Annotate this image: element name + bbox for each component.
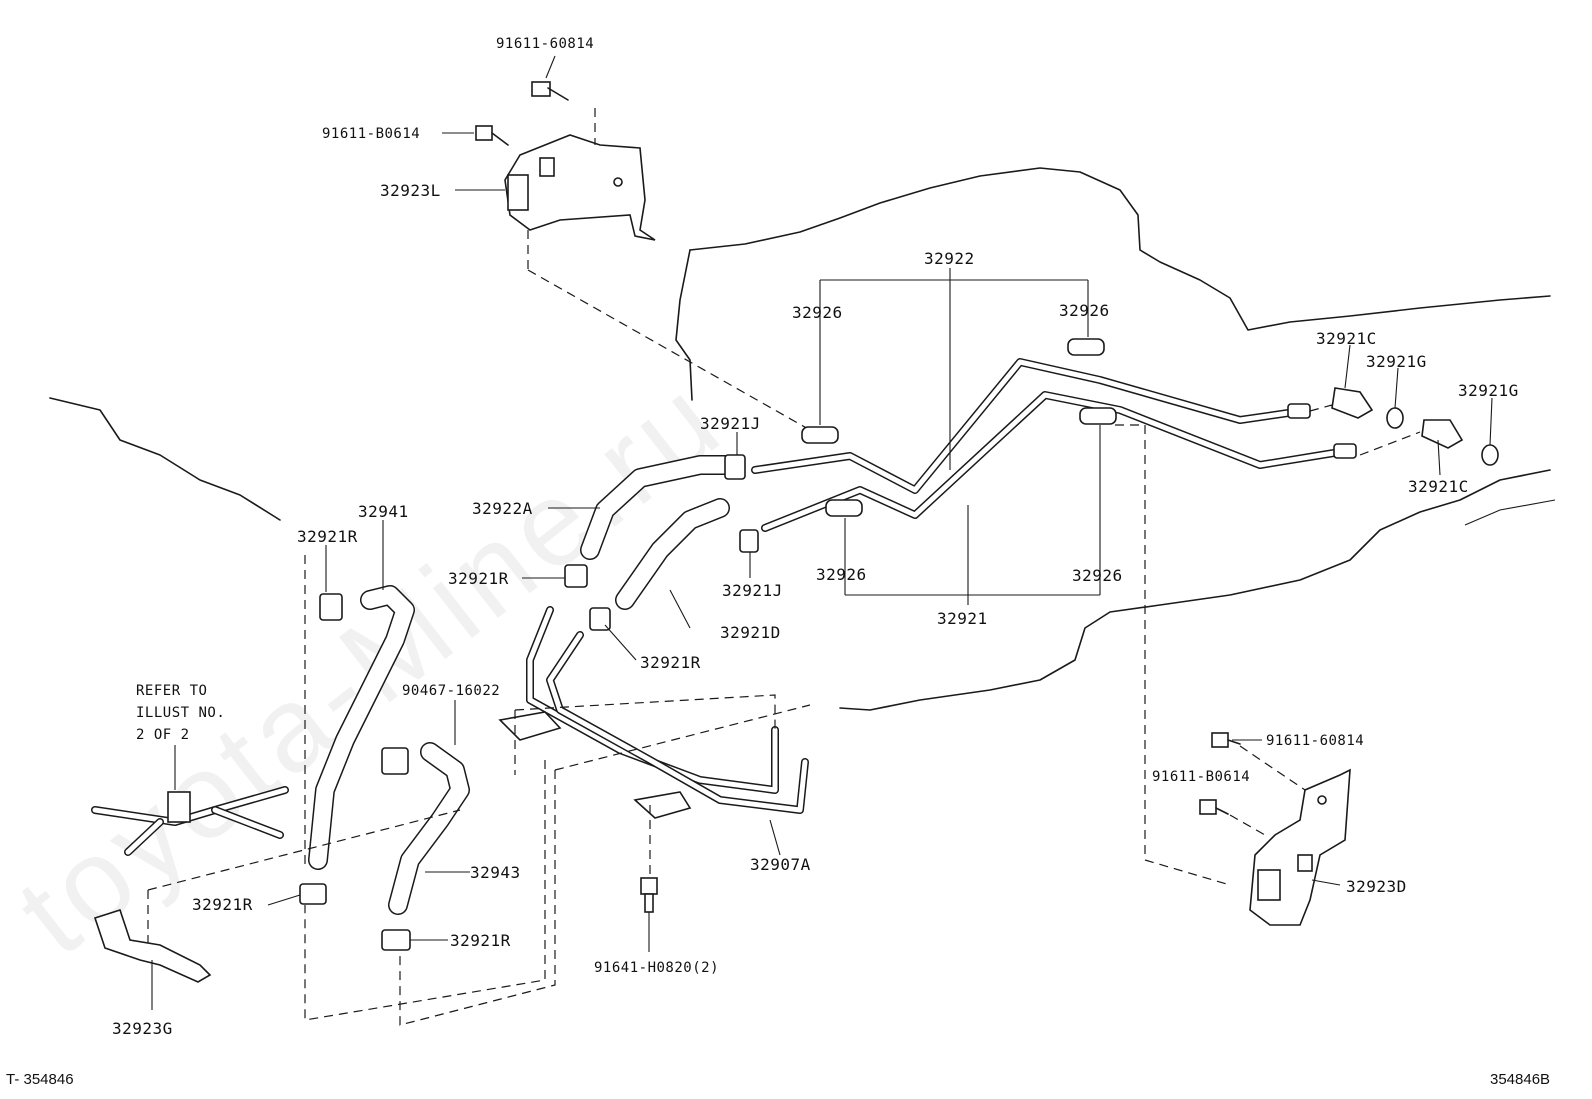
callout-32926-d: 32926 xyxy=(1072,566,1123,585)
upper-hoses xyxy=(564,454,759,631)
hose-32943 xyxy=(381,742,470,951)
main-fuel-pipes xyxy=(751,338,1499,532)
callout-32922: 32922 xyxy=(924,249,975,268)
callout-90467-16022: 90467-16022 xyxy=(402,683,500,699)
callout-32923g: 32923G xyxy=(112,1019,173,1038)
hose-32941 xyxy=(299,585,415,905)
refer-note-line-2: ILLUST NO. xyxy=(136,705,225,721)
callout-91641-h0820: 91641-H0820(2) xyxy=(594,960,719,976)
bracket-32923d xyxy=(1199,732,1351,926)
callout-32921r-a: 32921R xyxy=(297,527,358,546)
callout-91611-b0614-bottom: 91611-B0614 xyxy=(1152,769,1250,785)
callout-91611-b0614-top: 91611-B0614 xyxy=(322,126,420,142)
callout-32941: 32941 xyxy=(358,502,409,521)
callout-32943: 32943 xyxy=(470,863,521,882)
illustration-code-right: 354846B xyxy=(1490,1071,1550,1088)
callout-91611-60814-top: 91611-60814 xyxy=(496,36,594,52)
callout-32921r-d: 32921R xyxy=(192,895,253,914)
pipe-32907a xyxy=(498,606,809,819)
callout-32921g-b: 32921G xyxy=(1458,381,1519,400)
callout-32921j-top: 32921J xyxy=(700,414,761,433)
dashed-guides xyxy=(147,555,811,1026)
refer-note-line-3: 2 OF 2 xyxy=(136,727,190,743)
callout-32921r-e: 32921R xyxy=(450,931,511,950)
callout-32926-c: 32926 xyxy=(816,565,867,584)
callout-32921r-c: 32921R xyxy=(640,653,701,672)
bracket-32923g xyxy=(93,908,212,1010)
callout-32926-a: 32926 xyxy=(792,303,843,322)
callout-32921d: 32921D xyxy=(720,623,781,642)
callout-labels: 91611-60814 91611-B0614 32923L 32922 329… xyxy=(112,36,1519,1038)
bracket-32923l xyxy=(475,81,811,431)
illustration-code-left: T- 354846 xyxy=(6,1071,74,1088)
callout-32921: 32921 xyxy=(937,609,988,628)
callout-32907a: 32907A xyxy=(750,855,811,874)
callout-32921c-top: 32921C xyxy=(1316,329,1377,348)
callout-32921r-b: 32921R xyxy=(448,569,509,588)
callout-32923d: 32923D xyxy=(1346,877,1407,896)
callout-32921j-bottom: 32921J xyxy=(722,581,783,600)
refer-note-line-1: REFER TO xyxy=(136,683,207,699)
callout-32926-b: 32926 xyxy=(1059,301,1110,320)
leader-lines xyxy=(819,268,1231,886)
callout-32921c-bottom: 32921C xyxy=(1408,477,1469,496)
engine-outline xyxy=(49,167,1556,711)
callout-32922a: 32922A xyxy=(472,499,533,518)
callout-leaders xyxy=(267,55,1493,941)
callout-91611-60814-bottom: 91611-60814 xyxy=(1266,733,1364,749)
callout-32921g-a: 32921G xyxy=(1366,352,1427,371)
reference-pipe-assembly xyxy=(91,786,289,856)
refer-note: REFER TO ILLUST NO. 2 OF 2 xyxy=(136,683,225,790)
callout-32923l: 32923L xyxy=(380,181,441,200)
bolt-91641 xyxy=(640,877,658,952)
